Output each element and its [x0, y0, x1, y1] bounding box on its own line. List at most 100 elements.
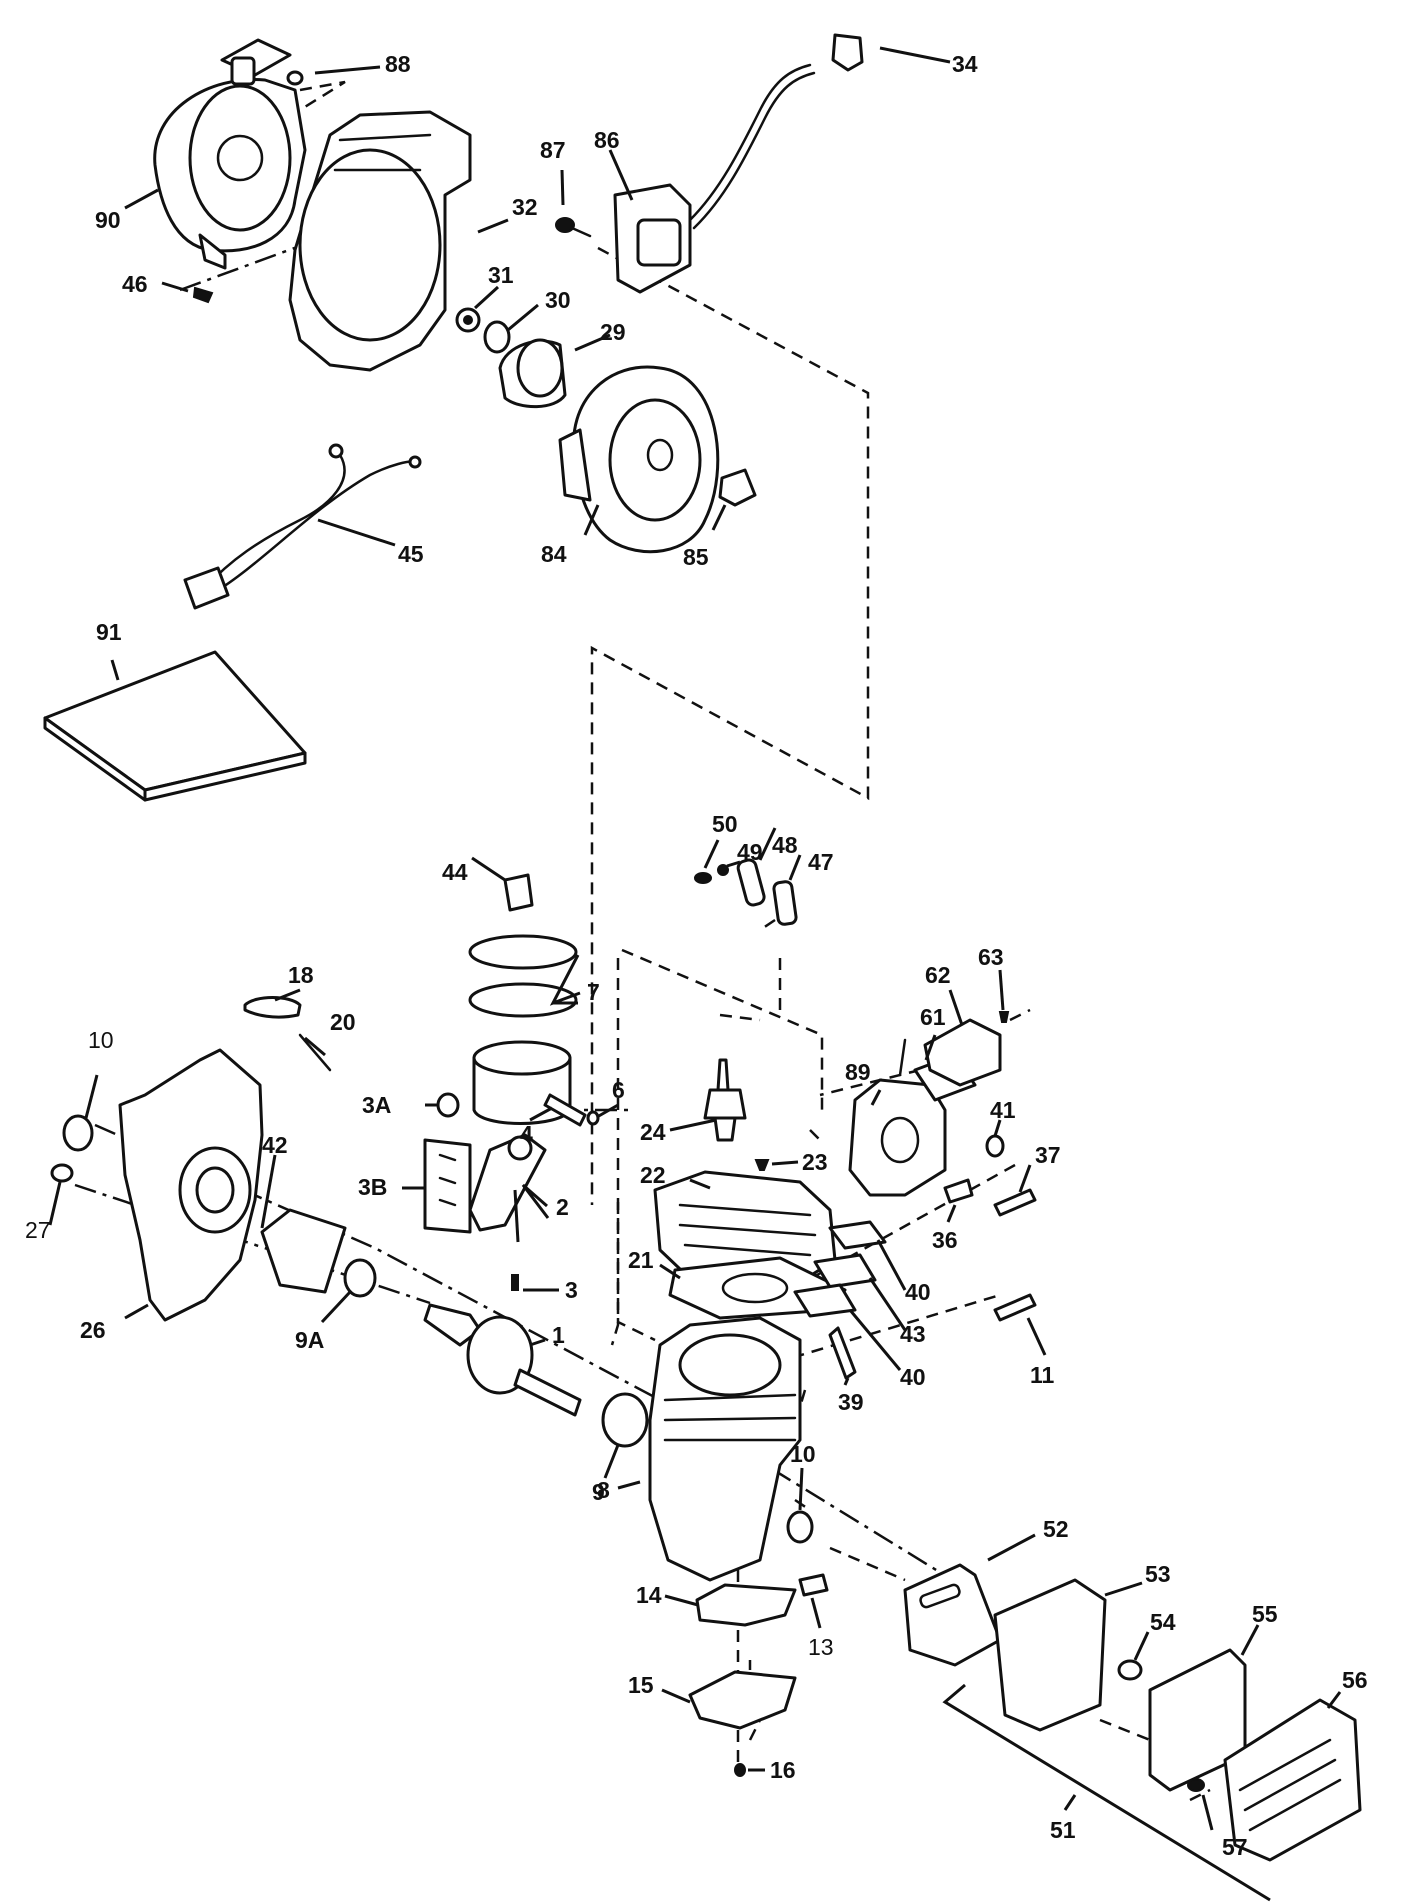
air-horn-62: [923, 1018, 1002, 1087]
callout-20: 20: [330, 1009, 356, 1035]
callout-1: 1: [552, 1322, 565, 1348]
callout-13: 13: [808, 1634, 834, 1660]
screw-46: [192, 286, 214, 304]
crankshaft-1: [423, 1303, 582, 1417]
callout-36: 36: [932, 1227, 958, 1253]
spring-37: [993, 1188, 1037, 1217]
heat-shield-52: [903, 1563, 1002, 1667]
callout-3: 3: [565, 1277, 578, 1303]
bearing-9A: [343, 1258, 377, 1298]
callout-89: 89: [845, 1059, 871, 1085]
screw-27: [50, 1163, 74, 1183]
callout-45: 45: [398, 541, 424, 567]
callout-26: 26: [80, 1317, 106, 1343]
callout-32: 32: [512, 194, 538, 220]
callout-10-right: 10: [790, 1441, 816, 1467]
plate-14: [695, 1583, 797, 1627]
flywheel-84: [558, 365, 720, 554]
connecting-rod-2: [468, 1133, 547, 1232]
gasket-40-upper: [828, 1220, 887, 1250]
callout-22: 22: [640, 1162, 666, 1188]
bearing-3A: [436, 1092, 460, 1118]
screw-54: [1117, 1659, 1143, 1681]
spark-plug-24: [703, 1058, 747, 1142]
spacer-43: [813, 1253, 877, 1289]
callout-44: 44: [442, 859, 468, 885]
gasket-40-lower: [793, 1283, 857, 1318]
callout-41: 41: [990, 1097, 1016, 1123]
pin-39: [828, 1326, 857, 1380]
crankcase-cover-26: [118, 1048, 264, 1322]
callout-50: 50: [712, 811, 738, 837]
callout-labels: 88 34 90 87 86 32 46 31 30 29 45 84 85 9…: [25, 51, 1368, 1860]
callout-3A: 3A: [362, 1092, 391, 1118]
callout-11: 11: [1030, 1362, 1055, 1388]
callout-2: 2: [556, 1194, 569, 1220]
wire-harness-45: [183, 443, 422, 610]
callout-43: 43: [900, 1321, 926, 1347]
washer-30: [483, 320, 511, 354]
callout-16: 16: [770, 1757, 796, 1783]
callout-21: 21: [628, 1247, 654, 1273]
cylinder-block-8: [648, 1316, 802, 1582]
callout-51: 51: [1050, 1817, 1076, 1843]
callout-61: 61: [920, 1004, 946, 1030]
nut-31: [455, 307, 481, 333]
bracket-53: [993, 1578, 1107, 1732]
screw-16: [734, 1763, 746, 1777]
lockwasher-49: [717, 864, 729, 876]
callout-7: 7: [587, 979, 600, 1005]
callout-31: 31: [488, 262, 514, 288]
callout-48: 48: [772, 832, 798, 858]
bracket-18: [243, 996, 302, 1019]
callout-40-lower: 40: [900, 1364, 926, 1390]
callout-4: 4: [520, 1121, 533, 1147]
callout-47: 47: [808, 849, 834, 875]
callout-49: 49: [737, 839, 763, 865]
callout-87: 87: [540, 137, 566, 163]
callout-39: 39: [838, 1389, 864, 1415]
callout-91: 91: [96, 619, 122, 645]
screw-50: [694, 872, 712, 884]
washer-41: [985, 1134, 1005, 1158]
flywheel-nut-85: [718, 468, 757, 507]
callout-55: 55: [1252, 1601, 1278, 1627]
screw-36: [943, 1178, 974, 1204]
screw-88: [286, 70, 304, 86]
callout-85: 85: [683, 544, 709, 570]
screw-23: [754, 1159, 770, 1171]
seal-10-right: [786, 1510, 814, 1544]
seal-10-left: [62, 1114, 94, 1152]
manual-91: [43, 650, 307, 802]
callout-86: 86: [594, 127, 620, 153]
callout-42: 42: [262, 1132, 288, 1158]
bearing-9: [601, 1392, 649, 1448]
screw-57: [1187, 1778, 1205, 1792]
carburetor-89: [848, 1038, 947, 1197]
callout-9: 9: [592, 1479, 605, 1505]
callout-56: 56: [1342, 1667, 1368, 1693]
callout-52: 52: [1043, 1516, 1069, 1542]
callout-3B: 3B: [358, 1174, 387, 1200]
callout-90: 90: [95, 207, 121, 233]
callout-14: 14: [636, 1582, 662, 1608]
recoil-starter-90: [153, 38, 307, 270]
blower-housing-32: [288, 110, 472, 372]
piston-pin-4: [543, 1093, 587, 1127]
callout-23: 23: [802, 1149, 828, 1175]
leader-lines: [48, 46, 1342, 1902]
clip-44: [503, 873, 534, 912]
gasket-42: [260, 1208, 347, 1294]
plate-48: [736, 858, 766, 907]
gasket-47: [772, 880, 798, 926]
callout-29: 29: [600, 319, 626, 345]
muffler-56: [1223, 1698, 1362, 1862]
callout-57: 57: [1222, 1834, 1248, 1860]
callout-54: 54: [1150, 1609, 1176, 1635]
ignition-module-86: [613, 33, 864, 294]
retainer-6: [586, 1110, 600, 1126]
callout-15: 15: [628, 1672, 654, 1698]
callout-53: 53: [1145, 1561, 1171, 1587]
